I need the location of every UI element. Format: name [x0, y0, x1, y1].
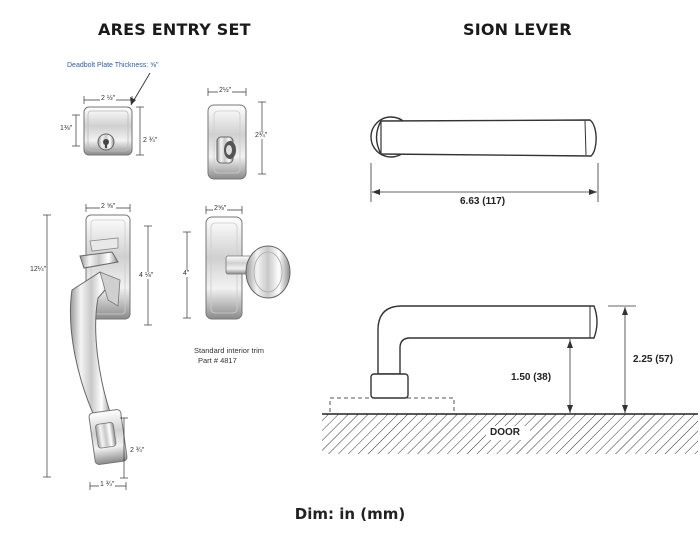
sion-heading: SION LEVER: [463, 20, 572, 39]
deadbolt-note-arrow: [130, 72, 151, 106]
lower-plate-height-dimension: [120, 417, 128, 479]
ares-heading: ARES ENTRY SET: [98, 20, 251, 39]
lower-plate-height-label: 2 ¾": [130, 447, 145, 454]
lower-plate-width-label: 1 ¾": [99, 481, 116, 488]
sion-center-height-label: 1.50 (38): [511, 372, 552, 383]
door-label: DOOR: [490, 427, 520, 438]
side-width-label: 2½": [218, 87, 233, 94]
overall-height-label: 12¼": [30, 266, 47, 273]
door-surface: [322, 413, 698, 454]
deadbolt-front-view: [83, 106, 133, 156]
sion-length-dimension: [370, 163, 599, 202]
sion-length-label: 6.63 (117): [460, 196, 506, 207]
deadbolt-height-label: 2 ¾": [143, 137, 158, 144]
sion-lever-side-view: [329, 305, 598, 415]
interior-trim-view: [205, 216, 291, 320]
trim-note-line1: Standard interior trim: [194, 346, 265, 355]
deadbolt-thickness-note: Deadbolt Plate Thickness: ⅝": [67, 62, 159, 69]
center-height-dimension: [567, 339, 573, 413]
deadbolt-side-view: [207, 104, 247, 180]
handle-plate-width-label: 2 ⅝": [100, 203, 117, 210]
trim-width-label: 2⅝": [213, 205, 228, 212]
deadbolt-height-dimension: [136, 106, 144, 156]
handleset-front-view: [69, 214, 131, 465]
trim-note-line2: Part # 4817: [198, 356, 237, 365]
sion-lever-top-view: [370, 116, 597, 158]
deadbolt-offset-dimension: [72, 114, 80, 147]
side-height-label: 2¾": [255, 132, 268, 139]
upper-plate-height-label: 4 ⅛": [139, 272, 154, 279]
overall-height-dimension: [43, 214, 51, 478]
sion-top-height-label: 2.25 (57): [633, 354, 674, 365]
trim-height-label: 4": [183, 270, 190, 277]
top-height-dimension: [608, 305, 636, 413]
dimension-units-footer: Dim: in (mm): [294, 505, 406, 523]
deadbolt-width-label: 2 ½": [100, 95, 117, 102]
deadbolt-offset-label: 1⅜": [60, 125, 73, 132]
